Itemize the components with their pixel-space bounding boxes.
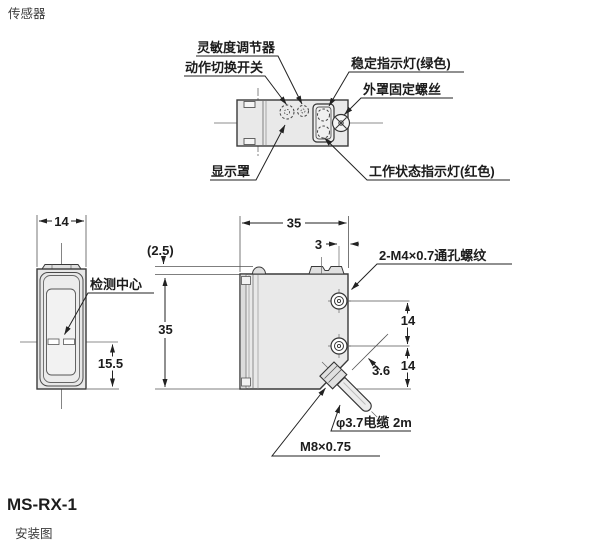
mounting-hole-upper xyxy=(328,289,351,313)
label-stability-indicator: 稳定指示灯(绿色) xyxy=(351,56,451,71)
top-view-callouts xyxy=(184,55,510,181)
sensitivity-adjuster-circle xyxy=(297,105,309,117)
dim-gland-offset: 3.6 xyxy=(372,363,390,378)
operation-led-circle xyxy=(317,125,330,139)
dim-center-to-bottom: 15.5 xyxy=(98,356,123,371)
label-detection-center: 检测中心 xyxy=(90,277,142,292)
dim-bump-height: (2.5) xyxy=(147,243,174,258)
dim-hole-to-edge: 3 xyxy=(315,237,322,252)
operation-switch-circle xyxy=(279,104,295,120)
side-tab-bottom xyxy=(241,377,251,387)
top-round-lobe xyxy=(251,266,267,275)
label-cable: φ3.7电缆 2m xyxy=(336,415,412,430)
top-bumps xyxy=(308,266,345,275)
label-sensitivity-adjuster: 灵敏度调节器 xyxy=(197,40,276,55)
label-thread-holes: 2-M4×0.7通孔螺纹 xyxy=(379,248,487,263)
label-display-cover: 显示罩 xyxy=(211,164,250,179)
side-tab-top xyxy=(241,276,251,285)
mounting-tab-bottom xyxy=(243,138,256,145)
front-face-strip xyxy=(240,274,246,389)
label-connector-thread: M8×0.75 xyxy=(300,439,351,454)
front-lens xyxy=(46,288,76,376)
dim-front-width: 14 xyxy=(54,214,69,229)
label-cover-fixing-screw: 外罩固定螺丝 xyxy=(362,82,441,97)
dim-hole-pitch: 14 xyxy=(401,313,416,328)
stability-led-circle xyxy=(317,108,330,122)
front-view-drawing: 14 检测中心 15.5 xyxy=(20,213,154,409)
detection-window-right xyxy=(63,338,75,345)
cable xyxy=(336,376,372,412)
dim-hole-to-bottom: 14 xyxy=(401,358,416,373)
model-number: MS-RX-1 xyxy=(7,495,77,514)
dim-side-depth: 35 xyxy=(287,216,301,231)
label-operation-mode-switch: 动作切换开关 xyxy=(185,60,263,75)
dim-side-height: 35 xyxy=(158,322,172,337)
drawing-caption: 安装图 xyxy=(15,526,53,541)
side-view-drawing: (2.5) 35 35 3 xyxy=(147,216,512,457)
label-operation-indicator: 工作状态指示灯(红色) xyxy=(369,164,495,179)
detection-window-left xyxy=(47,338,60,345)
top-view-drawing xyxy=(214,88,383,158)
cable-gland xyxy=(319,361,348,390)
mounting-tab-top xyxy=(243,101,256,108)
section-label: 传感器 xyxy=(8,6,46,21)
